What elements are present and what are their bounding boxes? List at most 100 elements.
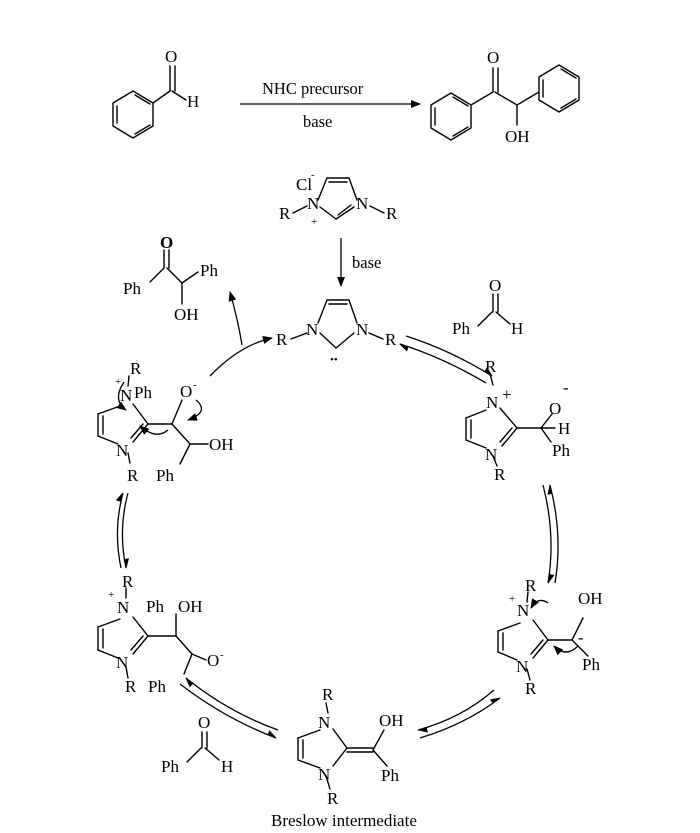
- substituent-ph: Ph: [552, 441, 570, 460]
- atom-label-h: H: [511, 319, 523, 338]
- atom-label-o: O: [207, 651, 219, 670]
- imidazolium-ring: [292, 177, 385, 220]
- atom-label-n: N: [117, 598, 129, 617]
- curved-arrow: [116, 381, 127, 411]
- atom-label-o: O: [487, 48, 499, 67]
- substituent-ph: Ph: [134, 383, 152, 402]
- equilibrium-arrow-bottom-left: [179, 677, 279, 739]
- substituent-ph: Ph: [161, 757, 179, 776]
- atom-label-o: O: [180, 382, 192, 401]
- atom-label-o: O: [165, 47, 177, 66]
- substituent-r: R: [322, 685, 334, 704]
- tetrahedral-bonds: [97, 375, 209, 465]
- substituent-r: R: [125, 677, 137, 696]
- substituent-ph: Ph: [452, 319, 470, 338]
- atom-label-n: N: [318, 713, 330, 732]
- equilibrium-arrow-left: [115, 492, 130, 569]
- substituent-r: R: [276, 330, 288, 349]
- substituent-r: R: [127, 466, 139, 485]
- substituent-ph: Ph: [148, 677, 166, 696]
- reagent-nhc-precursor: NHC precursor: [262, 79, 364, 98]
- substituent-r: R: [525, 576, 537, 595]
- substituent-r: R: [386, 204, 398, 223]
- atom-label-o: O: [489, 276, 501, 295]
- charge-plus: +: [115, 376, 121, 388]
- atom-label-h: H: [558, 419, 570, 438]
- substituent-ph: Ph: [200, 261, 218, 280]
- charge-minus: -: [563, 378, 569, 397]
- charge-minus: -: [311, 169, 315, 181]
- benzene-ring: [112, 65, 187, 139]
- atom-label-n: N: [120, 386, 132, 405]
- substituent-r: R: [327, 789, 339, 808]
- substituent-ph: Ph: [146, 597, 164, 616]
- atom-label-h: H: [187, 92, 199, 111]
- imidazolium-chloride-precursor: Cl - R N + N R: [279, 169, 398, 228]
- tetrahedral-intermediate-left: R N + Ph O - OH Ph N R: [97, 359, 234, 485]
- curved-arrow: [530, 598, 549, 609]
- product-bonds: [149, 249, 199, 305]
- aldehyde-adduct-right: R N + O - H Ph N R: [465, 357, 570, 484]
- breslow-bonds: [297, 702, 388, 790]
- charge-minus: -: [193, 379, 197, 391]
- atom-label-n: N: [116, 653, 128, 672]
- substituent-r: R: [279, 204, 291, 223]
- atom-label-oh: OH: [379, 711, 404, 730]
- aldehyde-bonds: [186, 731, 220, 763]
- equilibrium-arrow-right: [542, 484, 559, 584]
- atom-label-oh: OH: [209, 435, 234, 454]
- lone-pair: ••: [330, 354, 338, 366]
- charge-minus: -: [220, 649, 224, 661]
- equilibrium-arrow-top-right: [399, 335, 493, 384]
- substituent-r: R: [130, 359, 142, 378]
- atom-label-oh: OH: [174, 305, 199, 324]
- benzoin-product-cycle: O Ph Ph OH: [123, 233, 218, 324]
- atom-label-oh: OH: [178, 597, 203, 616]
- atom-label-o: O: [198, 713, 210, 732]
- equilibrium-arrow-bottom-right: [417, 689, 501, 739]
- deprotonated-adduct-right: R N + OH - Ph N R: [497, 576, 603, 698]
- atom-label-n: N: [306, 320, 318, 339]
- atom-label-n: N: [517, 601, 529, 620]
- benzoin-product-top: O OH: [430, 48, 580, 146]
- atom-label-n: N: [318, 765, 330, 784]
- charge-plus: +: [509, 593, 515, 605]
- atom-label-n: N: [356, 320, 368, 339]
- adduct-bonds: [465, 373, 556, 467]
- substituent-r: R: [485, 357, 497, 376]
- charge-plus: +: [108, 589, 114, 601]
- curved-arrow: [553, 645, 579, 656]
- counterion-cl: Cl: [296, 175, 312, 194]
- aldehyde-bonds: [477, 293, 511, 327]
- release-arrows: [209, 291, 273, 377]
- benzoin-bonds: [430, 64, 580, 141]
- curved-arrow: [187, 399, 203, 421]
- substituent-r: R: [494, 465, 506, 484]
- substituent-ph: Ph: [381, 766, 399, 785]
- atom-label-n: N: [356, 194, 368, 213]
- alkoxide-bonds: [97, 587, 207, 679]
- charge-plus: +: [311, 216, 317, 228]
- substituent-ph: Ph: [156, 466, 174, 485]
- benzaldehyde-right: O Ph H: [452, 276, 523, 338]
- alkoxide-intermediate-left: R N + Ph OH O - Ph N R: [97, 572, 224, 696]
- atom-label-n: N: [486, 393, 498, 412]
- substituent-r: R: [122, 572, 134, 591]
- substituent-r: R: [385, 330, 397, 349]
- atom-label-n: N: [485, 445, 497, 464]
- atom-label-oh: OH: [578, 589, 603, 608]
- substituent-r: R: [525, 679, 537, 698]
- substituent-ph: Ph: [582, 655, 600, 674]
- breslow-caption: Breslow intermediate: [271, 811, 417, 830]
- atom-label-o: O: [549, 399, 561, 418]
- base-arrow-label: base: [352, 253, 381, 272]
- benzaldehyde-bottom: O Ph H: [161, 713, 233, 776]
- charge-plus: +: [502, 385, 512, 404]
- atom-label-oh: OH: [505, 127, 530, 146]
- atom-label-h: H: [221, 757, 233, 776]
- charge-minus: -: [578, 628, 584, 647]
- breslow-intermediate: R N OH Ph N R Breslow intermediate: [271, 685, 417, 830]
- atom-label-n: N: [116, 441, 128, 460]
- curved-arrow: [139, 425, 169, 435]
